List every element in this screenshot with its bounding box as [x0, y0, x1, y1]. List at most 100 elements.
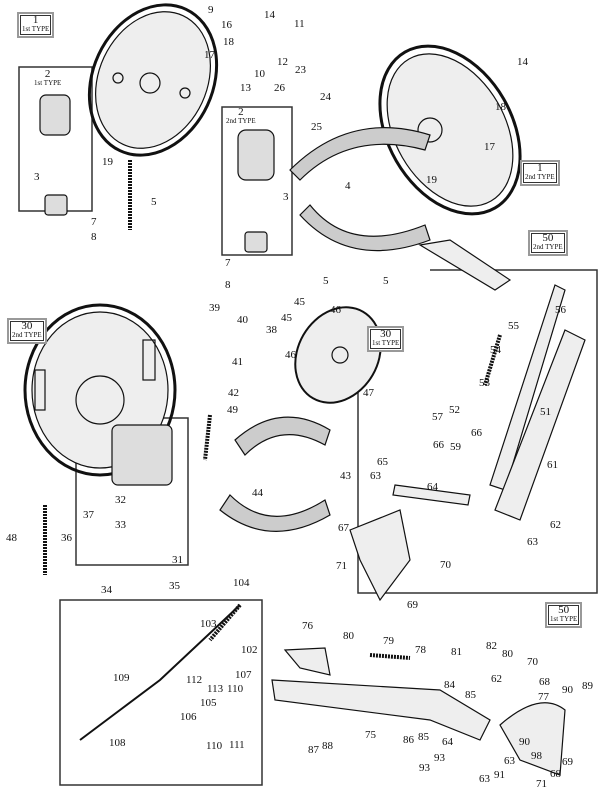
part-callout: 26 — [274, 82, 285, 94]
part-callout: 110 — [206, 740, 223, 752]
part-callout: 55 — [508, 320, 519, 332]
part-callout: 44 — [252, 487, 263, 499]
part-callout: 109 — [113, 672, 130, 684]
part-callout: 90 — [562, 684, 573, 696]
backing-plate-30-1st-type — [294, 306, 382, 404]
part-callout: 17 — [484, 141, 495, 153]
part-callout: 88 — [322, 740, 333, 752]
part-callout: 65 — [377, 456, 388, 468]
part-callout: 113 — [207, 683, 224, 695]
part-callout: 81 — [451, 646, 462, 658]
part-callout: 36 — [61, 532, 72, 544]
part-callout: 75 — [365, 729, 376, 741]
part-callout: 52 — [449, 404, 460, 416]
part-callout: 63 — [479, 773, 490, 785]
part-callout: 31 — [172, 554, 183, 566]
part-callout: 61 — [547, 459, 558, 471]
springs — [43, 160, 502, 660]
sub-type: 1st TYPE — [34, 79, 62, 87]
part-callout: 49 — [227, 404, 238, 416]
part-callout: 53 — [479, 377, 490, 389]
part-callout: 63 — [504, 755, 515, 767]
part-callout: 93 — [434, 752, 445, 764]
part-callout: 16 — [221, 19, 232, 31]
part-callout: 45 — [294, 296, 305, 308]
part-callout: 107 — [235, 669, 252, 681]
part-callout: 43 — [340, 470, 351, 482]
part-callout: 5 — [383, 275, 389, 287]
part-callout: 80 — [502, 648, 513, 660]
type-box-type: 2nd TYPE — [12, 331, 42, 339]
part-callout: 11 — [294, 18, 305, 30]
part-callout: 77 — [538, 691, 549, 703]
part-callout: 98 — [531, 750, 542, 762]
part-callout: 89 — [582, 680, 593, 692]
part-callout: 9 — [208, 4, 214, 16]
part-callout: 90 — [519, 736, 530, 748]
part-callout: 68 — [539, 676, 550, 688]
part-callout: 14 — [517, 56, 528, 68]
type-box-number: 50 — [558, 604, 570, 616]
part-callout: 5 — [151, 196, 157, 208]
part-callout: 8 — [225, 279, 231, 291]
part-callout: 46 — [330, 304, 341, 316]
part-callout: 64 — [427, 481, 438, 493]
part-callout: 110 — [227, 683, 244, 695]
part-callout: 56 — [555, 304, 566, 316]
type-box-number: 30 — [21, 320, 33, 332]
type-box-number: 30 — [380, 328, 392, 340]
type-box-number: 1 — [32, 14, 39, 26]
handbrake-lever-1st-type — [271, 647, 566, 776]
part-callout: 70 — [440, 559, 451, 571]
part-callout: 51 — [540, 406, 551, 418]
part-callout: 47 — [363, 387, 374, 399]
part-callout: 25 — [311, 121, 322, 133]
part-callout: 86 — [403, 734, 414, 746]
part-callout: 40 — [237, 314, 248, 326]
type-box-number: 1 — [537, 162, 543, 174]
sub-type: 2nd TYPE — [226, 117, 256, 125]
part-callout: 35 — [169, 580, 180, 592]
part-callout: 34 — [101, 584, 112, 596]
part-callout: 10 — [254, 68, 265, 80]
part-callout: 63 — [370, 470, 381, 482]
part-callout: 69 — [407, 599, 418, 611]
part-callout: 82 — [486, 640, 497, 652]
part-callout: 104 — [233, 577, 250, 589]
part-callout: 33 — [115, 519, 126, 531]
part-callout: 102 — [241, 644, 258, 656]
part-callout: 12 — [277, 56, 288, 68]
part-callout: 7 — [225, 257, 231, 269]
type-box-type: 2nd TYPE — [533, 243, 563, 251]
part-callout: 106 — [180, 711, 197, 723]
part-callout: 37 — [83, 509, 94, 521]
handbrake-cable — [79, 603, 242, 741]
part-callout: 80 — [343, 630, 354, 642]
type-box-type: 1st TYPE — [372, 339, 400, 347]
type-box-number: 50 — [542, 232, 554, 244]
part-callout: 18 — [495, 101, 506, 113]
part-callout: 69 — [562, 756, 573, 768]
part-callout: 105 — [200, 697, 217, 709]
part-callout: 66 — [433, 439, 444, 451]
part-callout: 71 — [536, 778, 547, 790]
part-callout: 41 — [232, 356, 243, 368]
part-callout: 8 — [91, 231, 97, 243]
part-callout: 13 — [240, 82, 251, 94]
part-callout: 3 — [34, 171, 40, 183]
type-box-type: 1st TYPE — [22, 25, 50, 33]
type-box-type: 2nd TYPE — [525, 173, 555, 181]
part-callout: 91 — [494, 769, 505, 781]
part-callout: 24 — [320, 91, 331, 103]
part-callout: 62 — [550, 519, 561, 531]
part-callout: 39 — [209, 302, 220, 314]
sub-number: 2 — [238, 106, 244, 118]
part-callout: 85 — [418, 731, 429, 743]
part-callout: 48 — [6, 532, 17, 544]
part-callout: 108 — [109, 737, 126, 749]
